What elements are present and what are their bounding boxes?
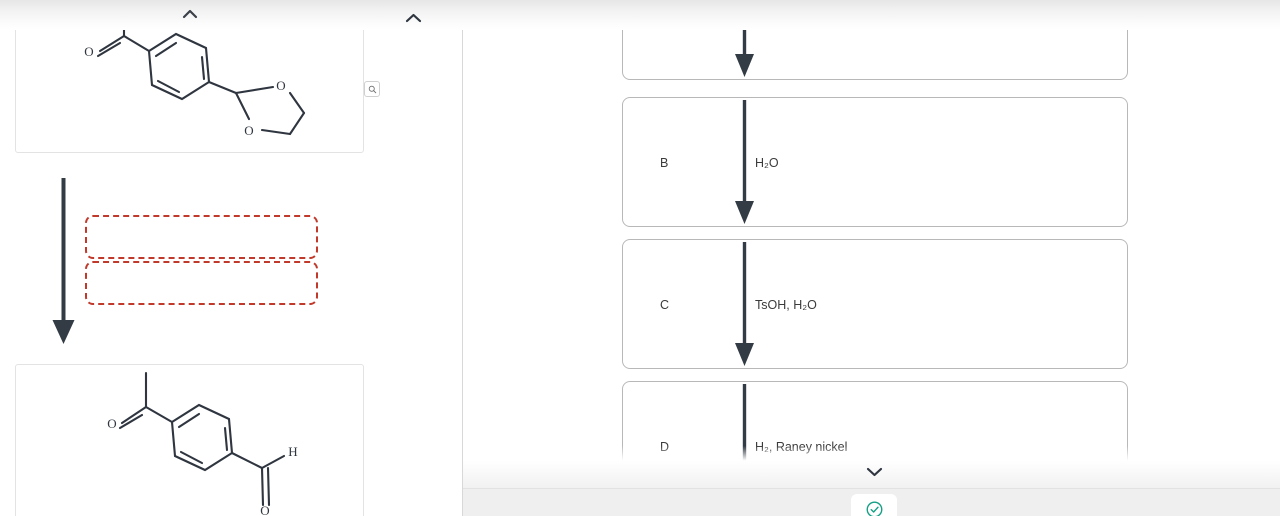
reaction-arrow-icon — [735, 242, 754, 366]
zoom-molecule-button[interactable] — [364, 81, 380, 97]
magnifier-icon — [368, 85, 376, 93]
reagent-bank-pane: A NaOH B H₂O C TsOH, H₂O — [463, 0, 1280, 487]
atom-label-o: O — [84, 44, 93, 59]
reagent-card-c[interactable]: C TsOH, H₂O — [622, 239, 1128, 369]
chevron-up-icon — [182, 9, 198, 19]
reagent-card-letter: B — [660, 156, 669, 170]
reaction-scheme-pane: O O O — [0, 0, 462, 516]
reagent-card-a[interactable]: A NaOH — [622, 0, 1128, 80]
reagent-drop-zone-2[interactable] — [85, 261, 318, 305]
pane-divider — [462, 0, 463, 516]
chevron-up-icon — [405, 13, 421, 23]
atom-label-o: O — [244, 123, 253, 138]
reagent-card-letter: A — [660, 13, 669, 27]
scroll-up-button[interactable] — [400, 9, 426, 27]
reagent-card-b[interactable]: B H₂O — [622, 97, 1128, 227]
reaction-arrow-icon — [52, 178, 75, 344]
atom-label-o: O — [260, 503, 269, 516]
reagent-card-letter: C — [660, 298, 670, 312]
reagent-card-label: H₂, Raney nickel — [755, 440, 848, 454]
scroll-down-button[interactable] — [861, 463, 887, 481]
bottom-toolbar — [463, 488, 1280, 516]
reagent-card-label: H₂O — [755, 156, 779, 170]
chevron-down-icon — [866, 467, 882, 477]
reaction-arrow-icon — [735, 384, 754, 487]
reactant-structure-drawing: O O O — [84, 0, 306, 138]
atom-label-o: O — [107, 416, 116, 431]
collapse-reactant-button[interactable] — [176, 4, 204, 24]
circle-check-icon — [866, 501, 882, 516]
reagent-card-label: TsOH, H₂O — [755, 298, 817, 312]
atom-label-h: H — [288, 444, 297, 459]
submit-answer-button[interactable] — [851, 494, 897, 516]
reagent-drop-zone-1[interactable] — [85, 215, 318, 259]
product-molecule-panel: O H O — [15, 364, 364, 516]
reaction-arrow-icon — [735, 100, 754, 224]
product-structure-drawing: O H O — [107, 371, 298, 516]
reagent-card-letter: D — [660, 440, 670, 454]
atom-label-o: O — [276, 78, 285, 93]
reagent-card-label: NaOH — [755, 13, 790, 27]
